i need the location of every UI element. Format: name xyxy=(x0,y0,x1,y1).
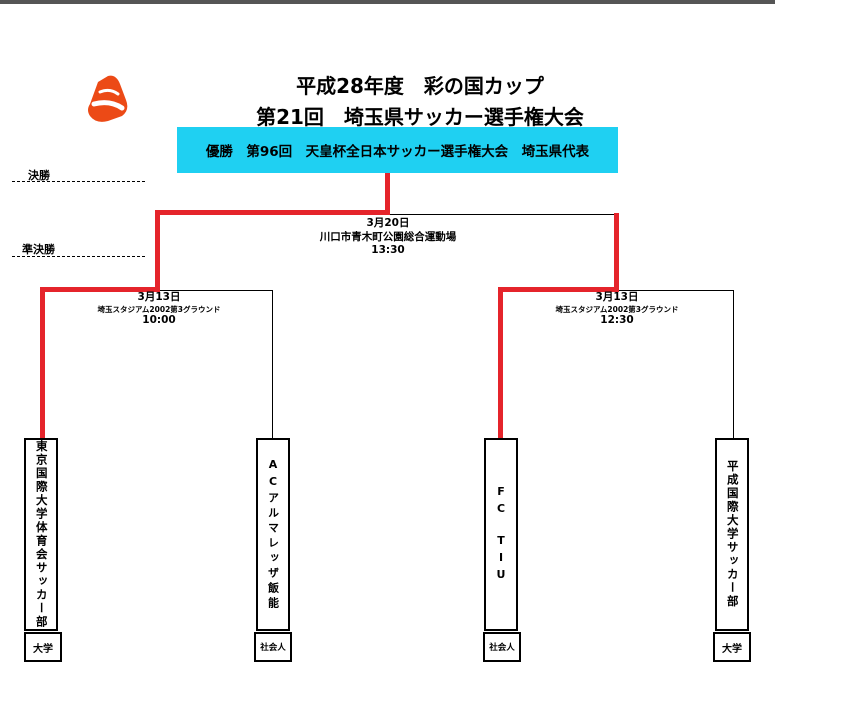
match-time: 13:30 xyxy=(371,244,405,257)
winner-path xyxy=(498,287,619,292)
winner-path xyxy=(385,173,390,213)
team-box: ACアルマレッザ飯能 xyxy=(256,438,290,631)
match-venue: 川口市青木町公園総合運動場 xyxy=(319,230,457,243)
team-category: 社会人 xyxy=(254,632,292,662)
team-name: FC TIU xyxy=(494,484,508,585)
match-info-semifinal-left: 3月13日 埼玉スタジアム2002第3グラウンド 10:00 xyxy=(59,291,259,328)
winner-path xyxy=(498,287,503,439)
team-box: FC TIU xyxy=(484,438,518,631)
round-divider-final xyxy=(12,181,145,182)
bracket-line xyxy=(733,290,734,439)
winner-path xyxy=(614,213,619,292)
match-time: 10:00 xyxy=(142,314,176,327)
match-info-final: 3月20日 川口市青木町公園総合運動場 13:30 xyxy=(288,217,488,258)
team-category: 大学 xyxy=(713,632,751,662)
winner-path xyxy=(155,210,160,292)
match-venue: 埼玉スタジアム2002第3グラウンド xyxy=(97,304,221,314)
tournament-title-line1: 平成28年度 彩の国カップ xyxy=(296,74,544,98)
bracket-line xyxy=(272,290,273,439)
bracket-line xyxy=(618,290,734,291)
prefecture-logo-icon xyxy=(88,75,128,122)
bracket-line xyxy=(390,214,616,215)
tournament-title-line2: 第21回 埼玉県サッカー選手権大会 xyxy=(256,105,584,129)
team-category: 大学 xyxy=(24,632,62,662)
match-venue: 埼玉スタジアム2002第3グラウンド xyxy=(555,304,679,314)
team-box: 東京国際大学体育会サッカー部 xyxy=(24,438,58,631)
team-name: 東京国際大学体育会サッカー部 xyxy=(34,440,49,629)
match-time: 12:30 xyxy=(600,314,634,327)
match-info-semifinal-right: 3月13日 埼玉スタジアム2002第3グラウンド 12:30 xyxy=(517,291,717,328)
team-category: 社会人 xyxy=(483,632,521,662)
winner-path xyxy=(40,287,160,292)
team-box: 平成国際大学サッカー部 xyxy=(715,438,749,631)
winner-path xyxy=(155,210,390,215)
champion-banner: 優勝 第96回 天皇杯全日本サッカー選手権大会 埼玉県代表 xyxy=(177,127,618,173)
team-name: 平成国際大学サッカー部 xyxy=(725,460,740,609)
match-date: 3月13日 xyxy=(137,291,181,303)
match-date: 3月20日 xyxy=(366,217,410,229)
round-label-semifinal: 準決勝 xyxy=(22,243,55,256)
winner-path xyxy=(40,287,45,439)
top-border xyxy=(0,0,775,4)
bracket-line xyxy=(159,290,273,291)
round-label-final: 決勝 xyxy=(28,169,50,182)
round-divider-semifinal xyxy=(12,256,145,257)
team-name: ACアルマレッザ飯能 xyxy=(266,457,280,612)
match-date: 3月13日 xyxy=(595,291,639,303)
